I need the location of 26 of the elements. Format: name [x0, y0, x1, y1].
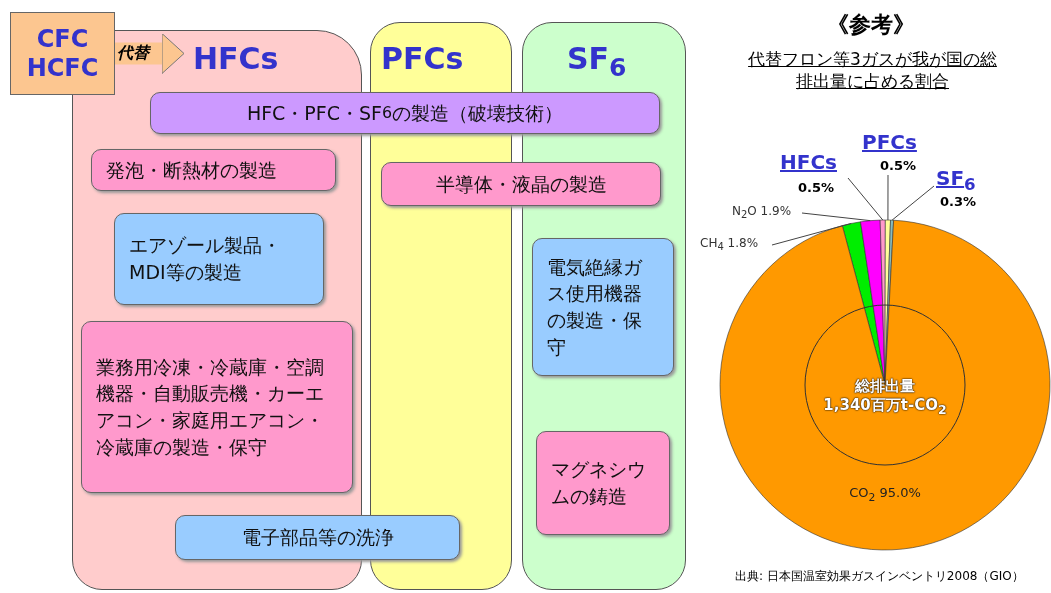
edge-label: 代替 — [117, 42, 149, 63]
arrow — [115, 33, 185, 74]
total-emissions-label: 総排出量 1,340百万t-CO$_{2}$ — [822, 377, 948, 418]
slice-name: HFCs — [780, 150, 837, 174]
application-box: 電子部品等の洗浄 — [175, 515, 460, 560]
column-heading: PFCs — [381, 41, 464, 76]
slice-name: SF$_{6}$ — [936, 166, 976, 196]
application-box: 電気絶縁ガス使用機器の製造・保守 — [532, 238, 674, 376]
slice-value: 0.3% — [940, 194, 977, 209]
source-note: 出典: 日本国温室効果ガスインベントリ2008（GIO） — [735, 568, 1025, 585]
slice-value: 0.5% — [880, 158, 917, 173]
application-box: エアゾール製品・MDI等の製造 — [114, 213, 324, 305]
chart-title: 代替フロン等3ガスが我が国の総排出量に占める割合 — [747, 48, 998, 93]
application-box: 半導体・液晶の製造 — [381, 162, 661, 206]
column-heading: HFCs — [193, 41, 279, 76]
column-heading: SF$_{6}$ — [567, 41, 627, 82]
source-gas-box: CFC HCFC — [10, 12, 115, 95]
section-heading: 《参考》 — [825, 11, 916, 39]
slice-label: CO$_{2}$ 95.0% — [848, 485, 922, 504]
slice-label: N$_{2}$O 1.9% — [732, 204, 792, 221]
slice-value: 0.5% — [798, 180, 835, 195]
slice-label: CH$_{4}$ 1.8% — [700, 236, 759, 253]
application-box: 業務用冷凍・冷蔵庫・空調機器・自動販売機・カーエアコン・家庭用エアコン・冷蔵庫の製造・保守 — [81, 321, 353, 493]
slice-name: PFCs — [862, 130, 917, 154]
application-box: マグネシウムの鋳造 — [536, 431, 670, 535]
application-box: 発泡・断熱材の製造 — [91, 149, 336, 191]
